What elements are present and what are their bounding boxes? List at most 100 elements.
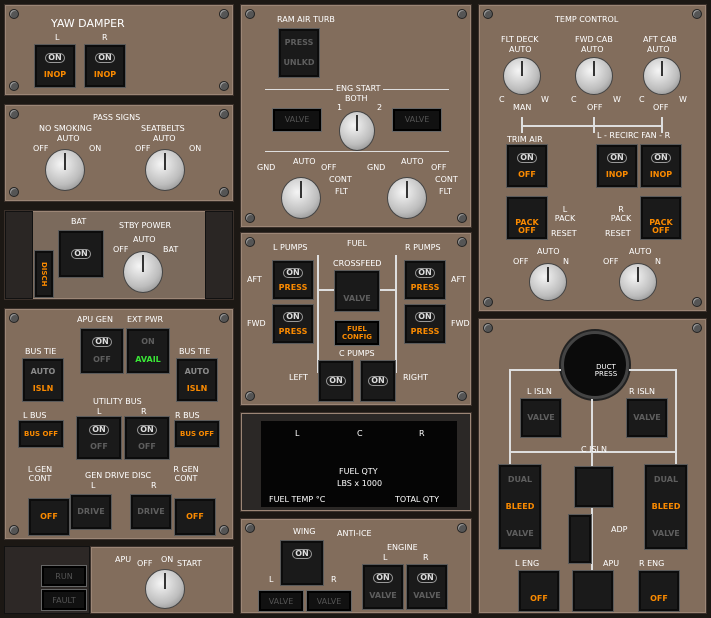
ext-pwr-button[interactable]: ON AVAIL bbox=[127, 329, 169, 373]
flt-deck-label: FLT DECK bbox=[501, 35, 539, 44]
valve-light: VALVE bbox=[633, 413, 661, 422]
aft-cab-off: OFF bbox=[653, 103, 669, 112]
right-ignition-knob[interactable] bbox=[387, 177, 427, 219]
l-bleed-button[interactable]: DUAL BLEED VALVE bbox=[499, 465, 541, 549]
off-light: OFF bbox=[186, 512, 204, 521]
r-bus-off-button[interactable]: BUS OFF bbox=[175, 421, 219, 447]
apu-gen-button[interactable]: ON OFF bbox=[81, 329, 123, 373]
on-indicator: ON bbox=[137, 424, 157, 435]
no-smoking-knob[interactable] bbox=[45, 149, 85, 191]
apu-selector-knob[interactable] bbox=[145, 569, 185, 609]
l-drive-disc-button[interactable]: DRIVE bbox=[71, 495, 111, 529]
r-drive-disc-button[interactable]: DRIVE bbox=[131, 495, 171, 529]
apu-gen-label: APU GEN bbox=[77, 315, 113, 324]
press-light: PRESS bbox=[278, 326, 308, 336]
r-pack-selector-knob[interactable] bbox=[619, 263, 657, 301]
l-gen-cont-button[interactable]: OFF bbox=[29, 499, 69, 535]
yaw-damper-left-button[interactable]: ON INOP bbox=[35, 45, 75, 87]
bleed-light: BLEED bbox=[505, 502, 535, 511]
battery-dark-section-right bbox=[205, 211, 233, 299]
screw bbox=[219, 9, 229, 19]
yaw-damper-right-button[interactable]: ON INOP bbox=[85, 45, 125, 87]
r-eng-bleed-button[interactable]: OFF bbox=[639, 571, 679, 611]
r-pack-n: N bbox=[655, 257, 661, 266]
fuel-qty-panel: L C R FUEL QTY LBS x 1000 FUEL TEMP °C T… bbox=[240, 412, 472, 512]
l-bus-off-button[interactable]: BUS OFF bbox=[19, 421, 63, 447]
bus-off-light: BUS OFF bbox=[180, 430, 215, 438]
bat-button[interactable]: ON bbox=[59, 231, 103, 277]
apu-off-label: OFF bbox=[137, 559, 153, 568]
bus-tie-left-button[interactable]: AUTO ISLN bbox=[23, 359, 63, 401]
seatbelts-knob[interactable] bbox=[145, 149, 185, 191]
on-indicator: ON bbox=[417, 573, 437, 583]
r-isln-label: R ISLN bbox=[629, 387, 655, 396]
c-left-pump-button[interactable]: ON bbox=[319, 361, 353, 401]
anti-ice-title: ANTI-ICE bbox=[337, 529, 372, 538]
r-bleed-button[interactable]: DUAL BLEED VALVE bbox=[645, 465, 687, 549]
ram-air-turb-title: RAM AIR TURB bbox=[277, 15, 335, 24]
right-fwd-pump-button[interactable]: ON PRESS bbox=[405, 305, 445, 343]
r-recirc-fan-button[interactable]: ON INOP bbox=[641, 145, 681, 187]
screw bbox=[245, 213, 255, 223]
trim-air-button[interactable]: ON OFF bbox=[507, 145, 547, 187]
l-pack-reset-label: RESET bbox=[551, 229, 577, 238]
right-aft-pump-button[interactable]: ON PRESS bbox=[405, 261, 445, 299]
left-fwd-pump-button[interactable]: ON PRESS bbox=[273, 305, 313, 343]
screw bbox=[9, 313, 19, 323]
r-gen-cont-button[interactable]: OFF bbox=[175, 499, 215, 535]
stby-auto-label: AUTO bbox=[133, 235, 156, 244]
screw bbox=[9, 187, 19, 197]
fwd-cab-w: W bbox=[613, 95, 621, 104]
electrical-panel: APU GEN EXT PWR ON OFF ON AVAIL BUS TIE … bbox=[4, 308, 234, 540]
engine-r-anti-ice-button[interactable]: ON VALVE bbox=[407, 565, 447, 609]
no-smoking-off-label: OFF bbox=[33, 144, 49, 153]
on-indicator: ON bbox=[92, 337, 112, 347]
crossfeed-button[interactable]: VALVE bbox=[335, 271, 379, 311]
duct-line bbox=[521, 125, 663, 127]
l-eng-bleed-button[interactable]: OFF bbox=[519, 571, 559, 611]
l-pack-off: OFF bbox=[513, 257, 529, 266]
screw bbox=[219, 81, 229, 91]
aft-cab-temp-knob[interactable] bbox=[643, 57, 681, 95]
left-cont-label: CONT bbox=[329, 175, 352, 184]
eng-start-1-label: 1 bbox=[337, 103, 343, 112]
utility-bus-left-button[interactable]: ON OFF bbox=[77, 417, 121, 459]
valve-text: VALVE bbox=[404, 115, 430, 124]
r-pack-button[interactable]: PACK OFF bbox=[641, 197, 681, 239]
wing-anti-ice-button[interactable]: ON bbox=[281, 541, 323, 585]
l-isln-button[interactable]: VALVE bbox=[521, 399, 561, 437]
left-aft-pump-button[interactable]: ON PRESS bbox=[273, 261, 313, 299]
fwd-cab-auto: AUTO bbox=[581, 45, 604, 54]
utility-bus-label: UTILITY BUS bbox=[93, 397, 142, 406]
aft-cab-w: W bbox=[679, 95, 687, 104]
utility-bus-right-button[interactable]: ON OFF bbox=[125, 417, 169, 459]
stby-power-label: STBY POWER bbox=[119, 221, 172, 230]
stby-power-knob[interactable] bbox=[123, 251, 163, 293]
eng-start-2-label: 2 bbox=[377, 103, 383, 112]
left-ignition-knob[interactable] bbox=[281, 177, 321, 219]
flt-deck-temp-knob[interactable] bbox=[503, 57, 541, 95]
fuel-qty-c-label: C bbox=[357, 429, 363, 438]
l-recirc-fan-button[interactable]: ON INOP bbox=[597, 145, 637, 187]
bus-tie-right-button[interactable]: AUTO ISLN bbox=[177, 359, 217, 401]
pass-signs-panel: PASS SIGNS NO SMOKING SEATBELTS AUTO OFF… bbox=[4, 104, 234, 202]
fwd-cab-temp-knob[interactable] bbox=[575, 57, 613, 95]
r-isln-button[interactable]: VALVE bbox=[627, 399, 667, 437]
aft-cab-c: C bbox=[639, 95, 645, 104]
on-indicator: ON bbox=[45, 52, 65, 63]
apu-valve-button[interactable] bbox=[573, 571, 613, 611]
c-isln-button[interactable] bbox=[575, 467, 613, 507]
yaw-damper-right-label: R bbox=[102, 33, 108, 42]
press-light: PRESS bbox=[284, 38, 314, 47]
press-light: PRESS bbox=[410, 326, 440, 336]
l-pack-button[interactable]: PACK OFF bbox=[507, 197, 547, 239]
eng-start-knob[interactable] bbox=[339, 111, 375, 151]
l-pack-selector-knob[interactable] bbox=[529, 263, 567, 301]
bleed-air-panel: DUCT PRESS L ISLN R ISLN VALVE VALVE C I… bbox=[478, 318, 707, 614]
engine-l-anti-ice-button[interactable]: ON VALVE bbox=[363, 565, 403, 609]
apu-bleed-button[interactable] bbox=[569, 515, 591, 563]
screw bbox=[692, 9, 702, 19]
c-right-pump-button[interactable]: ON bbox=[361, 361, 395, 401]
ram-air-turb-button[interactable]: PRESS UNLKD bbox=[279, 29, 319, 77]
no-smoking-auto-label: AUTO bbox=[57, 134, 80, 143]
